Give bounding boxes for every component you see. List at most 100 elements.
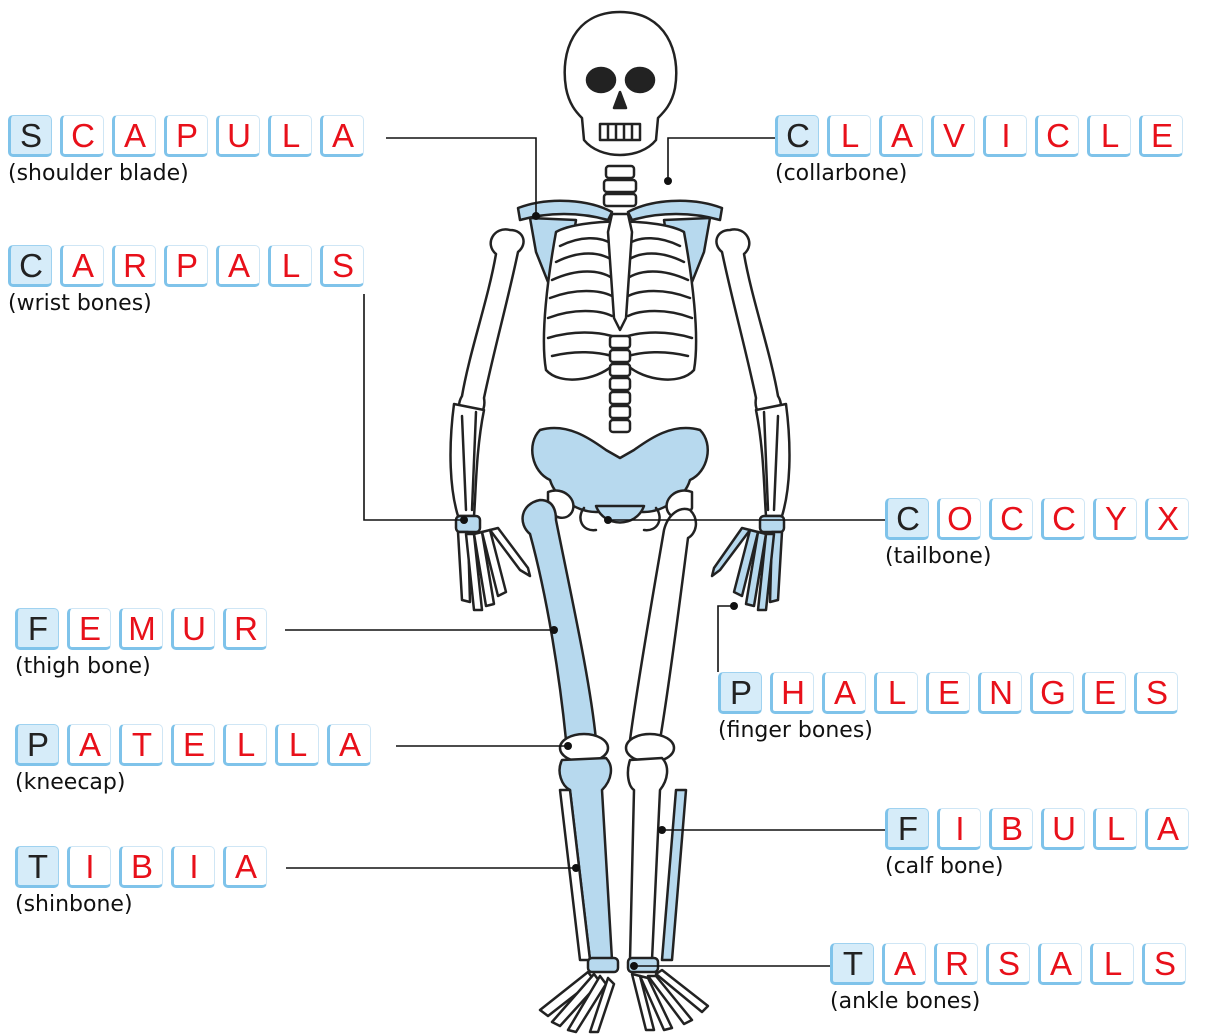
letter-tile: C: [60, 115, 104, 157]
letter-tile: I: [983, 115, 1027, 157]
letter-tile: U: [216, 115, 260, 157]
letter-tile: L: [1087, 115, 1131, 157]
letter-tile: N: [978, 672, 1022, 714]
humerus-right: [716, 229, 780, 418]
letter-tile: I: [171, 846, 215, 888]
letter-tile: S: [320, 245, 364, 287]
letter-tile: L: [874, 672, 918, 714]
letter-tile: C: [1035, 115, 1079, 157]
letter-tile: A: [223, 846, 267, 888]
letter-tile: L: [268, 115, 312, 157]
letter-tile: L: [275, 724, 319, 766]
letter-tile: G: [1030, 672, 1074, 714]
marker-dot-tarsals: [630, 962, 638, 970]
letter-tile: A: [822, 672, 866, 714]
label-phalenges: PHALENGES(finger bones): [718, 672, 1186, 743]
letter-tile: E: [1139, 115, 1183, 157]
marker-dot-phalenges: [730, 602, 738, 610]
letter-tile: L: [1090, 943, 1134, 985]
letter-tiles-phalenges: PHALENGES: [718, 672, 1186, 714]
letter-tile: C: [8, 245, 52, 287]
letter-tile: F: [885, 808, 929, 850]
femur-right: [630, 509, 696, 740]
letter-tile: A: [1145, 808, 1189, 850]
neck-vertebra: [604, 194, 636, 206]
marker-dot-scapula: [532, 212, 540, 220]
letter-tile: T: [15, 846, 59, 888]
neck-vertebra: [606, 166, 634, 178]
letter-tile: A: [882, 943, 926, 985]
letter-tile: I: [937, 808, 981, 850]
letter-tile: I: [67, 846, 111, 888]
forearm-left: [451, 404, 484, 516]
label-subtitle-coccyx: (tailbone): [885, 544, 1197, 569]
marker-dot-carpals: [460, 516, 468, 524]
letter-tile: T: [830, 943, 874, 985]
letter-tile: L: [223, 724, 267, 766]
letter-tile: C: [989, 498, 1033, 540]
label-subtitle-tarsals: (ankle bones): [830, 989, 1194, 1014]
marker-dot-patella: [564, 742, 572, 750]
letter-tile: P: [15, 724, 59, 766]
hand-right: [712, 528, 782, 610]
letter-tile: U: [171, 608, 215, 650]
label-subtitle-patella: (kneecap): [15, 770, 379, 795]
label-subtitle-clavicle: (collarbone): [775, 161, 1191, 186]
letter-tile: C: [885, 498, 929, 540]
foot-left: [540, 972, 614, 1032]
letter-tile: V: [931, 115, 975, 157]
jaw-teeth: [600, 124, 640, 140]
letter-tile: E: [1082, 672, 1126, 714]
letter-tile: U: [1041, 808, 1085, 850]
carpals-left: [456, 516, 480, 532]
letter-tile: B: [119, 846, 163, 888]
letter-tile: P: [718, 672, 762, 714]
letter-tile: R: [112, 245, 156, 287]
leader-line-phalenges: [718, 606, 734, 672]
letter-tile: L: [268, 245, 312, 287]
eye-socket-left: [587, 68, 615, 92]
letter-tile: H: [770, 672, 814, 714]
letter-tile: A: [60, 245, 104, 287]
neck-vertebra: [604, 180, 636, 192]
marker-dot-fibula: [658, 826, 666, 834]
letter-tile: X: [1145, 498, 1189, 540]
label-subtitle-femur: (thigh bone): [15, 654, 275, 679]
spine: [610, 336, 630, 432]
leader-line-clavicle: [668, 138, 775, 180]
letter-tile: C: [1041, 498, 1085, 540]
letter-tile: A: [879, 115, 923, 157]
leader-line-scapula: [386, 138, 536, 215]
letter-tile: B: [989, 808, 1033, 850]
foot-right: [632, 970, 708, 1030]
letter-tile: A: [112, 115, 156, 157]
tarsals-left: [588, 958, 618, 972]
label-subtitle-phalenges: (finger bones): [718, 718, 1186, 743]
letter-tile: R: [223, 608, 267, 650]
tibia-right: [628, 758, 667, 960]
fibula-right: [662, 790, 686, 960]
letter-tile: O: [937, 498, 981, 540]
humerus-left: [459, 229, 523, 418]
letter-tile: L: [827, 115, 871, 157]
label-tarsals: TARSALS(ankle bones): [830, 943, 1194, 1014]
marker-dot-femur: [550, 626, 558, 634]
carpals-right: [760, 516, 784, 532]
marker-dot-clavicle: [664, 177, 672, 185]
letter-tiles-patella: PATELLA: [15, 724, 379, 766]
femur-left: [523, 500, 596, 740]
